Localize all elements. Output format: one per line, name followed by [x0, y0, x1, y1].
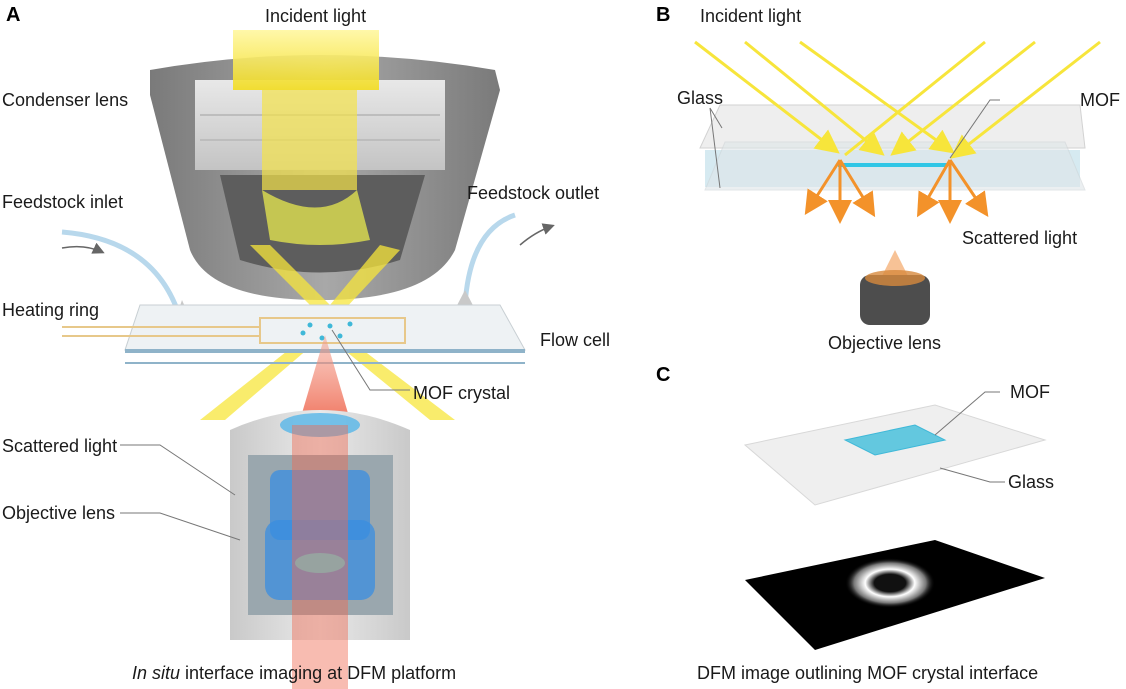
- label-glass-b: Glass: [677, 88, 724, 108]
- caption-a-italic: In situ: [132, 663, 181, 683]
- caption-panel-a: In situ interface imaging at DFM platfor…: [132, 663, 456, 684]
- label-objective-lens-a: Objective lens: [2, 503, 116, 523]
- dfm-image-c: [745, 540, 1045, 650]
- label-scattered-light-a: Scattered light: [2, 436, 118, 456]
- leader-lines-a: [120, 329, 410, 541]
- objective-lens-assembly: [230, 335, 410, 689]
- panel-b-letter: B: [656, 4, 671, 26]
- feedstock-outlet-tube: [452, 212, 555, 315]
- leader-lines-b: [709, 99, 1000, 189]
- label-flow-cell: Flow cell: [540, 330, 611, 350]
- panel-a-letter: A: [6, 4, 21, 26]
- glass-slide-c: [743, 404, 1047, 506]
- glass-slides-b: [699, 104, 1086, 191]
- label-glass-c: Glass: [1008, 472, 1055, 492]
- label-objective-lens-b: Objective lens: [828, 333, 942, 353]
- label-condenser-lens: Condenser lens: [2, 90, 129, 110]
- label-incident-light-b: Incident light: [700, 6, 802, 26]
- label-heating-ring: Heating ring: [2, 300, 100, 320]
- panel-c-letter: C: [656, 364, 671, 386]
- leader-lines-c: [934, 391, 1005, 483]
- scattered-light-rays-b: [804, 159, 989, 224]
- incident-light-rays-b: [694, 40, 1101, 159]
- caption-panel-c: DFM image outlining MOF crystal interfac…: [697, 663, 1039, 683]
- label-mof-crystal: MOF crystal: [413, 383, 510, 403]
- label-scattered-light-b: Scattered light: [962, 228, 1078, 248]
- label-feedstock-inlet: Feedstock inlet: [2, 192, 124, 212]
- label-mof-b: MOF: [1080, 90, 1120, 110]
- label-feedstock-outlet: Feedstock outlet: [467, 183, 600, 203]
- label-incident-light-a: Incident light: [265, 6, 367, 26]
- label-mof-c: MOF: [1010, 382, 1050, 402]
- objective-lens-b: [860, 250, 930, 325]
- caption-a-rest: interface imaging at DFM platform: [180, 663, 457, 683]
